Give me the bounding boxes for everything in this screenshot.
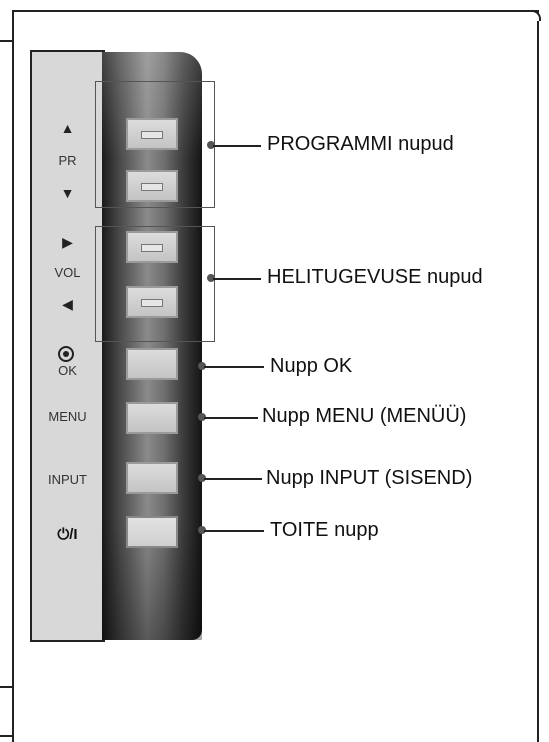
helitugevuse-leader-line — [213, 278, 261, 280]
vol-down-button[interactable] — [126, 286, 178, 318]
input-leader-line — [204, 478, 262, 480]
programmi-callout: PROGRAMMI nupud — [267, 133, 454, 155]
vol-left-arrow-icon: ◀ — [62, 296, 73, 312]
input-label: INPUT — [48, 472, 87, 487]
helitugevuse-leader-dot — [207, 274, 215, 282]
power-button[interactable] — [126, 516, 178, 548]
menu-label: MENU — [48, 409, 87, 424]
pr-down-button[interactable] — [126, 170, 178, 202]
frame-corner — [530, 10, 541, 21]
button-slot — [141, 244, 163, 252]
menu-leader-dot — [198, 413, 206, 421]
input-button[interactable] — [126, 462, 178, 494]
frame-right-line — [537, 10, 539, 742]
pr-up-button[interactable] — [126, 118, 178, 150]
frame-top-line — [12, 10, 538, 12]
frame-stub — [0, 40, 14, 42]
input-leader-dot — [198, 474, 206, 482]
vol-up-button[interactable] — [126, 231, 178, 263]
ok-button[interactable] — [126, 348, 178, 380]
menu-callout: Nupp MENU (MENÜÜ) — [262, 405, 467, 427]
frame-left-line — [12, 10, 14, 742]
toite-leader-line — [204, 530, 264, 532]
helitugevuse-callout: HELITUGEVUSE nupud — [267, 266, 483, 288]
button-slot — [141, 299, 163, 307]
power-label: ⏻/I — [57, 526, 78, 543]
ok-label: OK — [58, 363, 77, 378]
pr-up-arrow-icon: ▲ — [60, 120, 75, 136]
pr-down-arrow-icon: ▼ — [60, 185, 75, 201]
ok-leader-dot — [198, 362, 206, 370]
button-slot — [141, 131, 163, 139]
frame-stub — [0, 735, 14, 737]
helitugevuse-bracket — [95, 226, 215, 342]
frame-stub — [0, 686, 14, 688]
ok-leader-line — [204, 366, 264, 368]
vol-right-arrow-icon: ▶ — [62, 234, 73, 250]
ok-circle-icon — [58, 346, 74, 362]
button-slot — [141, 183, 163, 191]
toite-leader-dot — [198, 526, 206, 534]
vol-label: VOL — [54, 265, 81, 280]
menu-leader-line — [204, 417, 258, 419]
toite-callout: TOITE nupp — [270, 519, 379, 541]
input-callout: Nupp INPUT (SISEND) — [266, 467, 473, 489]
programmi-leader-line — [213, 145, 261, 147]
pr-label: PR — [58, 153, 77, 168]
programmi-leader-dot — [207, 141, 215, 149]
menu-button[interactable] — [126, 402, 178, 434]
ok-callout: Nupp OK — [270, 355, 353, 377]
